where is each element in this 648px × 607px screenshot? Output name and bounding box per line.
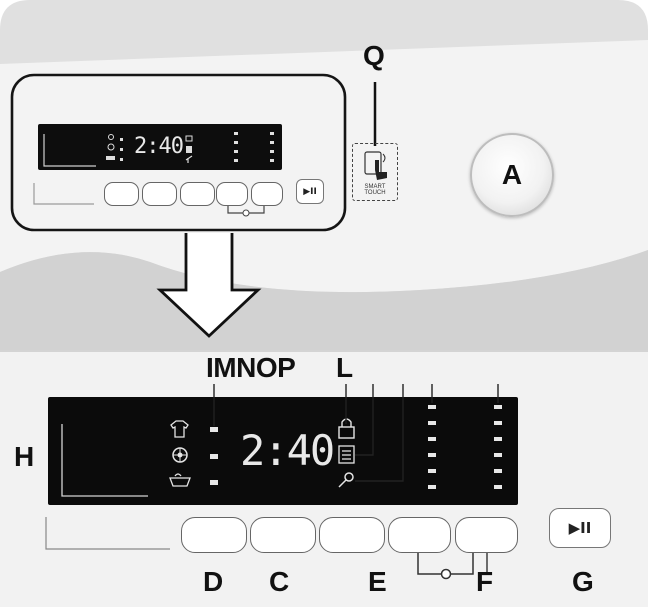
top-display-screen xyxy=(38,124,282,170)
option-button-e2[interactable] xyxy=(388,517,451,553)
key-icon xyxy=(440,568,452,580)
smart-touch-label: SMART TOUCH xyxy=(353,184,397,196)
option-button-c[interactable] xyxy=(250,517,316,553)
status-indicators xyxy=(210,427,218,485)
program-dial[interactable]: A xyxy=(470,133,554,217)
smart-touch-line1: SMART xyxy=(364,184,386,190)
top-option-button-4[interactable] xyxy=(216,182,248,206)
detergent-icon xyxy=(338,445,355,464)
top-option-button-5[interactable] xyxy=(251,182,283,206)
play-pause-icon: ▶II xyxy=(568,519,592,537)
option-button-f[interactable] xyxy=(455,517,518,553)
callout-l: L xyxy=(336,352,354,383)
option-button-e[interactable] xyxy=(319,517,385,553)
zoom-outline xyxy=(10,73,347,232)
basin-icon xyxy=(169,473,191,487)
smart-touch-icon xyxy=(364,151,387,180)
smart-touch-area[interactable]: SMART TOUCH xyxy=(352,143,398,201)
callout-d: D xyxy=(203,566,224,597)
callout-f: F xyxy=(476,566,494,597)
dot-column-right xyxy=(494,405,502,489)
callout-a: A xyxy=(501,159,523,190)
callout-imnop: IMNOP xyxy=(206,352,296,383)
main-display-screen xyxy=(48,397,518,505)
top-start-pause-button[interactable]: ▶II xyxy=(296,179,324,204)
option-button-d[interactable] xyxy=(181,517,247,553)
dot-column-left xyxy=(428,405,436,489)
callout-g: G xyxy=(572,566,594,597)
start-pause-button[interactable]: ▶II xyxy=(549,508,611,548)
down-arrow-icon xyxy=(156,233,262,338)
callout-q: Q xyxy=(363,40,385,71)
play-pause-icon: ▶II xyxy=(303,186,317,197)
top-display-time: 2:40 xyxy=(134,134,184,159)
top-option-button-3[interactable] xyxy=(180,182,215,206)
wrench-icon xyxy=(338,472,354,488)
main-display-time: 2:40 xyxy=(240,426,335,475)
smart-touch-line2: TOUCH xyxy=(364,190,386,196)
callout-leaders xyxy=(213,384,499,482)
callout-h: H xyxy=(14,441,35,472)
shirt-icon xyxy=(170,420,189,438)
top-option-button-1[interactable] xyxy=(104,182,139,206)
top-option-button-2[interactable] xyxy=(142,182,177,206)
callout-e: E xyxy=(368,566,387,597)
fan-icon xyxy=(172,447,188,463)
callout-c: C xyxy=(269,566,290,597)
appliance-lower-face xyxy=(0,250,648,352)
